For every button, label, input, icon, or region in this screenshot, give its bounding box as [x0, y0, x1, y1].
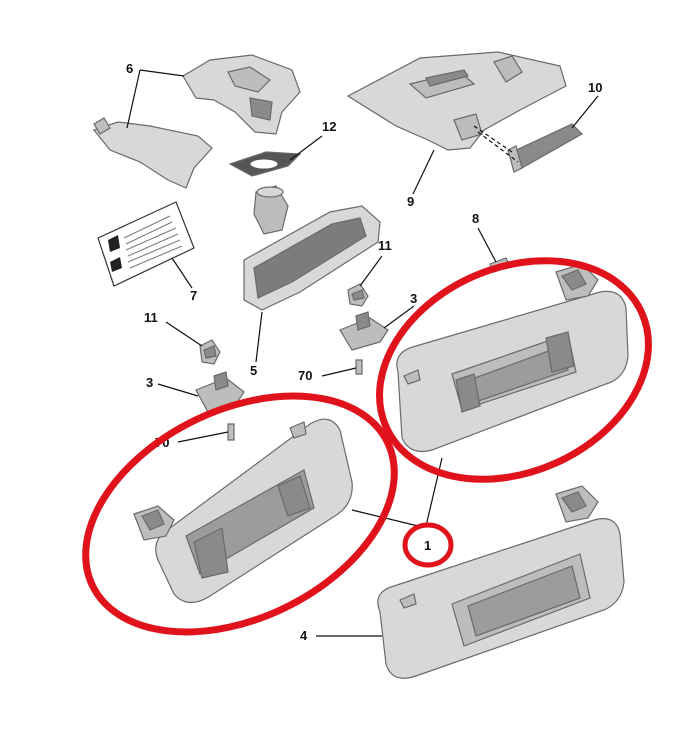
callout-6-label: 6	[126, 61, 133, 76]
callout-9: 9	[407, 149, 435, 209]
callout-8-leader	[477, 227, 497, 263]
callout-11a: 11	[144, 310, 203, 347]
callout-11a-label: 11	[144, 310, 158, 325]
sun-visor-right	[396, 263, 629, 453]
part-11-clip-left	[199, 339, 221, 365]
callout-70b-leader	[321, 367, 357, 377]
callout-12-label: 12	[322, 119, 336, 134]
callout-7-label: 7	[190, 288, 197, 303]
callout-6-leader	[126, 69, 185, 129]
part-10-cover	[473, 123, 583, 173]
callout-5: 5	[250, 311, 263, 378]
callout-5-label: 5	[250, 363, 257, 378]
part-11-clip-right	[347, 283, 369, 307]
callout-8-label: 8	[472, 211, 479, 226]
callout-3a: 3	[146, 375, 199, 397]
callout-4-label: 4	[300, 628, 308, 643]
callout-70a-leader	[177, 431, 229, 443]
callout-3a-leader	[157, 383, 199, 397]
callout-10-label: 10	[588, 80, 602, 95]
callout-10: 10	[571, 80, 602, 129]
callout-70b-label: 70	[298, 368, 312, 383]
callout-6: 6	[126, 61, 185, 129]
callout-3b-leader	[383, 305, 415, 329]
callout-9-leader	[412, 149, 435, 195]
callout-12: 12	[289, 119, 336, 161]
callout-11b-label: 11	[378, 238, 392, 253]
callout-7: 7	[171, 257, 197, 303]
callout-1-label: 1	[424, 538, 431, 553]
highlight-circle-callout-1	[402, 522, 454, 568]
callout-11b: 11	[359, 238, 392, 287]
part-6-trim-bracket	[92, 54, 301, 189]
part-3-bracket-right	[339, 311, 389, 351]
part-9-roof-console	[346, 51, 567, 151]
callout-11b-leader	[359, 255, 383, 287]
callout-10-leader	[571, 95, 599, 129]
callout-70b: 70	[298, 367, 357, 383]
highlight-ellipse-right	[376, 257, 652, 483]
sun-visor-bottom	[377, 485, 625, 679]
callout-11a-leader	[165, 321, 203, 347]
callout-7-leader	[171, 257, 193, 289]
callout-3a-label: 3	[146, 375, 153, 390]
part-12-gasket	[228, 151, 302, 177]
part-70-screw-right	[355, 359, 363, 375]
highlight-ellipse-left	[82, 392, 398, 636]
part-7-warning-label	[97, 201, 195, 287]
part-5-rear-view-mirror	[243, 185, 381, 311]
callout-8: 8	[472, 211, 497, 263]
callout-3b: 3	[383, 291, 417, 329]
callout-4: 4	[300, 628, 382, 643]
callout-9-label: 9	[407, 194, 414, 209]
callout-5-leader	[255, 311, 263, 363]
sun-visor-left	[133, 418, 353, 604]
callout-12-leader	[289, 135, 323, 161]
callout-3b-label: 3	[410, 291, 417, 306]
part-70-screw-left	[227, 423, 235, 441]
